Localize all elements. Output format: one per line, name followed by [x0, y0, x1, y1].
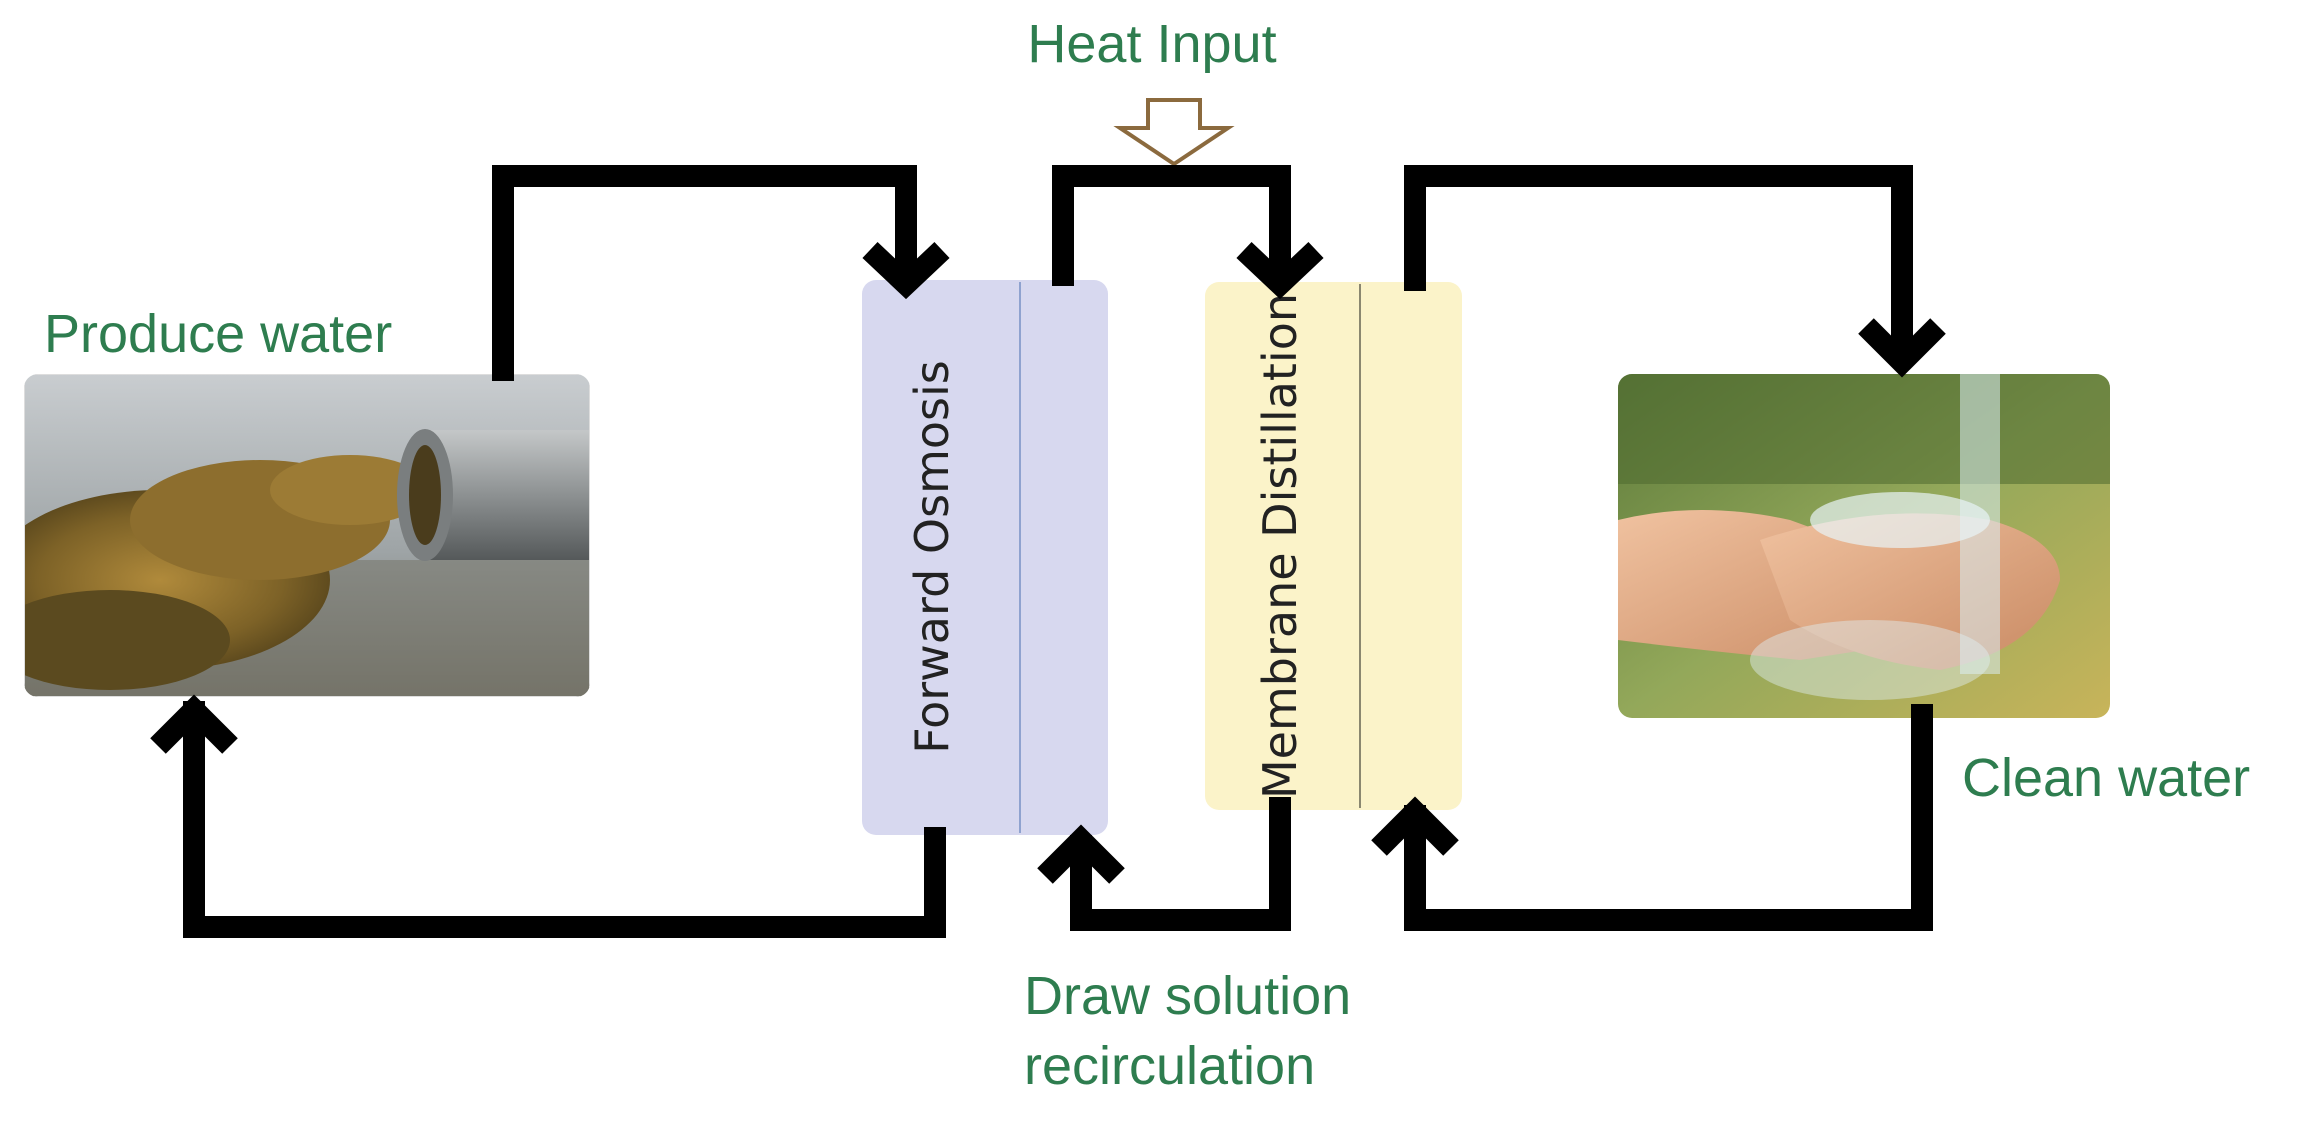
flow-produce-to-fo [492, 165, 950, 381]
flow-draw-solution-recirculation [1037, 797, 1291, 931]
membrane-distillation-label: Membrane Distillation [1253, 293, 1307, 799]
membrane-distillation-unit: Membrane Distillation [1205, 282, 1462, 810]
clean-water-photo [1618, 374, 2110, 718]
flow-clean-return-to-md [1371, 704, 1933, 931]
flow-fo-return-to-produce [150, 694, 946, 938]
flow-fo-to-md [1052, 165, 1324, 300]
draw-solution-label-line2: recirculation [1024, 1036, 1315, 1096]
produce-water-photo [24, 374, 590, 697]
flow-md-to-clean [1404, 165, 1946, 378]
heat-input-label: Heat Input [1027, 14, 1276, 74]
clean-water-label: Clean water [1962, 748, 2250, 808]
forward-osmosis-unit: Forward Osmosis [862, 280, 1108, 835]
forward-osmosis-label: Forward Osmosis [905, 360, 959, 753]
draw-solution-label-line1: Draw solution [1024, 966, 1351, 1026]
produce-water-label: Produce water [44, 304, 392, 364]
heat-input-arrow [1113, 98, 1235, 167]
